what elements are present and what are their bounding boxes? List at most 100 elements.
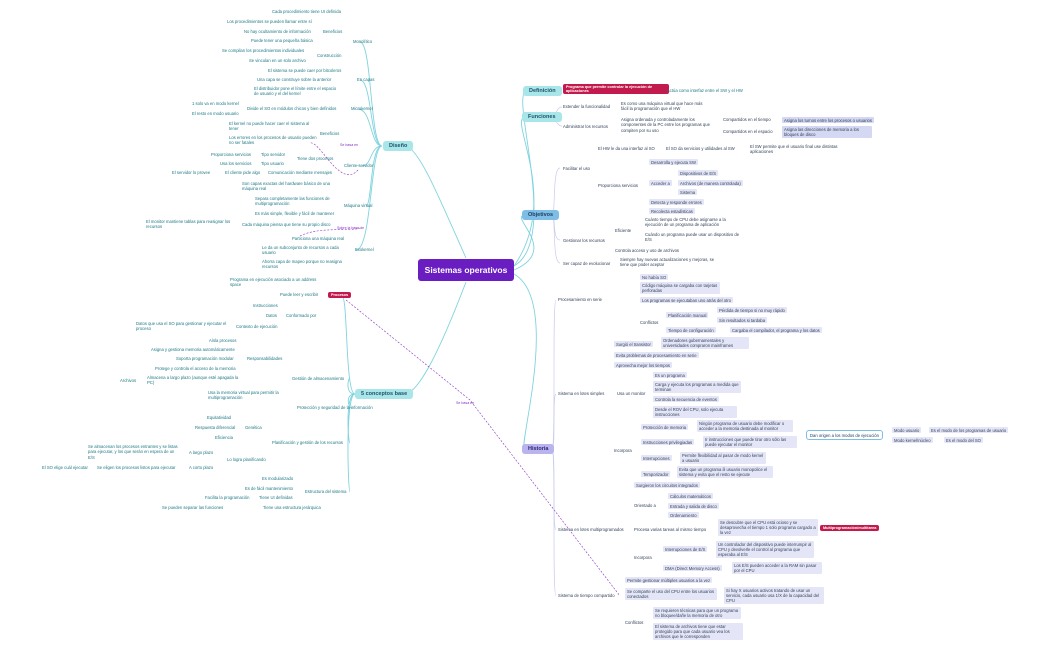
historia-md1a: Es el modo de los programas de usuario <box>929 427 1009 434</box>
historia-l1: Surgió el transistor <box>614 341 653 348</box>
conceptos-eficiencia: Eficiencia <box>215 435 233 440</box>
funciones-espacio-detail: Asigna las direcciones de memoria a los … <box>782 126 872 138</box>
historia-tiempo: Sistema de tiempo compartido <box>558 593 615 598</box>
objetivos-eficiente: Eficiente <box>615 228 632 233</box>
funciones-administrar: Administrar los recursos <box>563 124 608 129</box>
branch-funciones[interactable]: Funciones <box>522 112 562 122</box>
branch-conceptos[interactable]: 5 conceptos base <box>355 389 414 399</box>
conceptos-genetica: Genética <box>245 425 262 430</box>
historia-multi: Sistema en lotes multiprogramados <box>558 527 624 532</box>
conceptos-r5a: Archivos <box>120 378 137 383</box>
branch-objetivos[interactable]: Objetivos <box>522 210 560 220</box>
definicion-main: Programa que permite controlar la ejecuc… <box>563 84 669 94</box>
diseno-mbeneficios: Beneficios <box>320 131 340 136</box>
objetivos-acceder: Acceder a <box>649 180 672 187</box>
historia-in3: Interrupciones <box>641 455 672 462</box>
diseno-tp1a: Proporciona servicios <box>211 152 252 157</box>
diseno-b2: Puede tener una pequeña básica <box>251 38 313 43</box>
objetivos-so: El SO da servicios y utilidades al SW <box>666 146 735 151</box>
historia-in1: Protección de memoria <box>641 424 689 431</box>
historia-inc2: DMA (Direct Memory Access) <box>663 565 722 572</box>
diseno-mk2b: El resto en modo usuario <box>192 111 239 116</box>
branch-definicion[interactable]: Definición <box>523 86 562 96</box>
historia-mo1: Es un programa <box>653 372 687 379</box>
conceptos-diferencial: Respuesta diferencial <box>195 425 236 430</box>
diseno-ex2: Ahorra capa de mapeo porque no reasigna … <box>262 259 342 270</box>
conceptos-es4: Tiene una estructura jerárquica <box>263 505 321 510</box>
historia-mo4: Desde el ROV del CPU, solo ejecuta instr… <box>653 406 737 418</box>
historia-sr1: No había SO <box>640 274 669 281</box>
historia-cf2a: Cargaba el compilador, el programa y los… <box>730 327 822 334</box>
historia-in3a: Permite flexibilidad al pasar de modo ke… <box>680 452 766 464</box>
conceptos-proteccion: Protección y seguridad de la información <box>297 405 373 410</box>
objetivos-evolucion: Ser capaz de evolucionar <box>563 261 611 266</box>
conceptos-es1: Es modularizado <box>262 476 294 481</box>
historia-in4a: Evita que un programa ili usuario monopo… <box>677 466 773 478</box>
conceptos-memoria: Gestión de almacenamiento <box>292 376 345 381</box>
historia-mu1: Surgieron los circuitos integrados <box>634 482 700 489</box>
objetivos-s1: Desarrolla y ejecuta SW <box>649 159 698 166</box>
historia-orientado: Orientado a <box>634 503 656 508</box>
diseno-microkernel: Microkernel <box>351 106 373 111</box>
historia-mu2-tag: Multiprogramación/multitarea <box>820 525 880 531</box>
historia-inc: Incorpora <box>634 555 652 560</box>
objetivos-servicios: Proporciona servicios <box>598 183 639 188</box>
historia-mo3: Controla la secuencia de eventos <box>653 396 719 403</box>
historia-md2a: Es el modo del SO <box>944 437 983 444</box>
conceptos-r1: Aísla procesos <box>209 338 237 343</box>
definicion-note: Actúa como interfaz entre el SW y el HW <box>667 88 743 93</box>
branch-diseno[interactable]: Diseño <box>383 141 414 151</box>
historia-monitor: Usa un monitor <box>617 391 646 396</box>
diseno-beneficios: Beneficios <box>323 29 343 34</box>
diseno-mv2: Separa completamente las funciones de mu… <box>255 196 330 207</box>
historia-tc1: Se requieren técnicas para que un progra… <box>653 607 741 619</box>
historia-cf1b: Sin resultados si tardaba <box>717 317 768 324</box>
diseno-monolitico: Monolítico <box>353 39 373 44</box>
diseno-mb1: El kernel no puede hacer caer el sistema… <box>229 121 310 132</box>
historia-l1a: Ordenadores gubernamentales y universida… <box>661 337 749 349</box>
historia-o2: Entrada y salida de disco <box>668 503 719 510</box>
historia-modos: Dan origen a los modos de ejecución <box>806 430 883 440</box>
historia-sr2: Código máquina se cargaba con tarjetas p… <box>640 282 720 294</box>
historia-inc1a: Un controlador del dispositivo puede int… <box>716 541 814 558</box>
diseno-comm-b: El servidor lo provee <box>172 170 211 175</box>
historia-mo2: Carga y ejecuta los programas a medida q… <box>653 381 741 393</box>
objetivos-a1: Dispositivos de E/S <box>678 170 719 177</box>
diseno-mk1: El distribuidor pone el límite entre el … <box>254 86 337 97</box>
conceptos-r2: Asigna y gestiona memoria automáticament… <box>151 347 235 352</box>
diseno-tp1: Tipo servidor <box>261 152 286 157</box>
diseno-tp2: Tipo usuario <box>261 161 284 166</box>
historia-tc2: El sistema de archivos tiene que estar p… <box>653 623 743 640</box>
diseno-mv4a: El monitor mantiene tablas para reasigna… <box>146 219 231 230</box>
conceptos-p2: Puede leer y escribir <box>280 292 319 297</box>
funciones-extender-detail: Es como una máquina virtual que hace más… <box>621 101 703 112</box>
historia-t2a: Si hay X usuarios activos tratando de us… <box>724 587 824 604</box>
objetivos-facilitar: Facilitar el uso <box>563 166 590 171</box>
historia-in2a: Ir instrucciones que puede tirar otro só… <box>703 436 797 448</box>
funciones-administrar-detail: Asigna ordenada y controladamente los co… <box>621 117 710 133</box>
conceptos-es2: Es de fácil mantenimiento <box>245 486 293 491</box>
diseno-comm: Comunicación mediante mensajes <box>268 170 333 175</box>
objetivos-e3: Controla acceso y uso de archivos <box>615 248 680 253</box>
historia-lotes: Sistema en lotes simples <box>558 391 605 396</box>
conceptos-p1: Programa en ejecución asociado a un addr… <box>230 277 317 288</box>
branch-historia[interactable]: Historia <box>522 444 555 454</box>
historia-cf1: Planificación manual <box>666 312 709 319</box>
objetivos-a2: Archivos (de manera controlada) <box>678 180 743 187</box>
central-topic[interactable]: Sistemas operativos <box>418 259 514 281</box>
historia-in2: Instrucciones privilegiadas <box>641 439 695 446</box>
diseno-mv1: Son capas exactas del hardware básico de… <box>242 181 330 192</box>
objetivos-hw: El HW le da una interfaz al SO <box>598 146 655 151</box>
conceptos-corto-eleccion: El SO elige cuál ejecutar <box>42 465 88 470</box>
historia-cf1a: Pérdida de tiempo si no muy rápido <box>717 307 787 314</box>
conceptos-resp: Responsabilidades <box>247 356 283 361</box>
conceptos-r4: Protege y controla el acceso de la memor… <box>155 366 236 371</box>
conceptos-es3a: Facilita la programación <box>205 495 250 500</box>
diseno-mk2: Divide el SO en módulos chicos y bien de… <box>247 106 337 111</box>
diseno-capas-detail: Una capa se construye sobre la anterior <box>257 77 332 82</box>
objetivos-gestionar: Gestionar los recursos <box>563 238 605 243</box>
diseno-tp2a: Usa los servicios <box>220 161 252 166</box>
diseno-b1: No hay ocultamiento de información <box>244 29 311 34</box>
diseno-se-basa: Se basa en <box>340 143 359 147</box>
